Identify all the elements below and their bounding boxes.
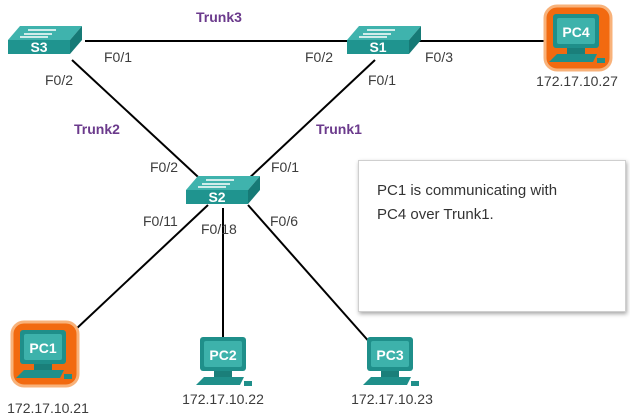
trunk2-label: Trunk2 [74,121,120,137]
pc1[interactable]: PC1 [10,320,80,388]
port-s1-f01: F0/1 [368,72,396,88]
port-s2-f02: F0/2 [150,159,178,175]
link-s2-pc3 [247,204,373,346]
switch-s2[interactable]: S2 [185,175,261,205]
pc2[interactable]: PC2 [196,337,252,386]
port-s2-f01: F0/1 [271,159,299,175]
switch-s1[interactable]: S1 [346,25,422,55]
port-s3-f01: F0/1 [104,49,132,65]
pc2-ip: 172.17.10.22 [182,391,264,407]
port-s1-f03: F0/3 [425,49,453,65]
link-s2-pc1 [74,204,209,331]
switch-s3[interactable]: S3 [7,25,83,55]
switch-s1-label: S1 [369,39,386,55]
trunk1-label: Trunk1 [316,121,362,137]
link-trunk1 [244,59,376,183]
info-note-line2: PC4 over Trunk1. [377,206,494,223]
port-s2-f06: F0/6 [270,213,298,229]
pc2-label: PC2 [209,347,236,363]
switch-s3-label: S3 [30,39,47,55]
trunk3-label: Trunk3 [196,9,242,25]
link-trunk2 [71,59,211,189]
pc4-label: PC4 [562,24,589,40]
pc1-ip: 172.17.10.21 [7,400,89,416]
pc3-ip: 172.17.10.23 [351,391,433,407]
port-s2-f011: F0/11 [143,213,178,229]
pc4[interactable]: PC4 [543,4,613,72]
info-note-line1: PC1 is communicating with [377,182,558,199]
pc4-ip: 172.17.10.27 [536,73,618,89]
info-note: PC1 is communicating with PC4 over Trunk… [358,160,626,312]
switch-s2-label: S2 [208,189,225,205]
pc3[interactable]: PC3 [363,337,419,386]
port-s3-f02: F0/2 [45,72,73,88]
pc1-label: PC1 [29,340,56,356]
port-s2-f018: F0/18 [201,221,237,237]
pc3-label: PC3 [376,347,403,363]
port-s1-f02: F0/2 [305,49,333,65]
